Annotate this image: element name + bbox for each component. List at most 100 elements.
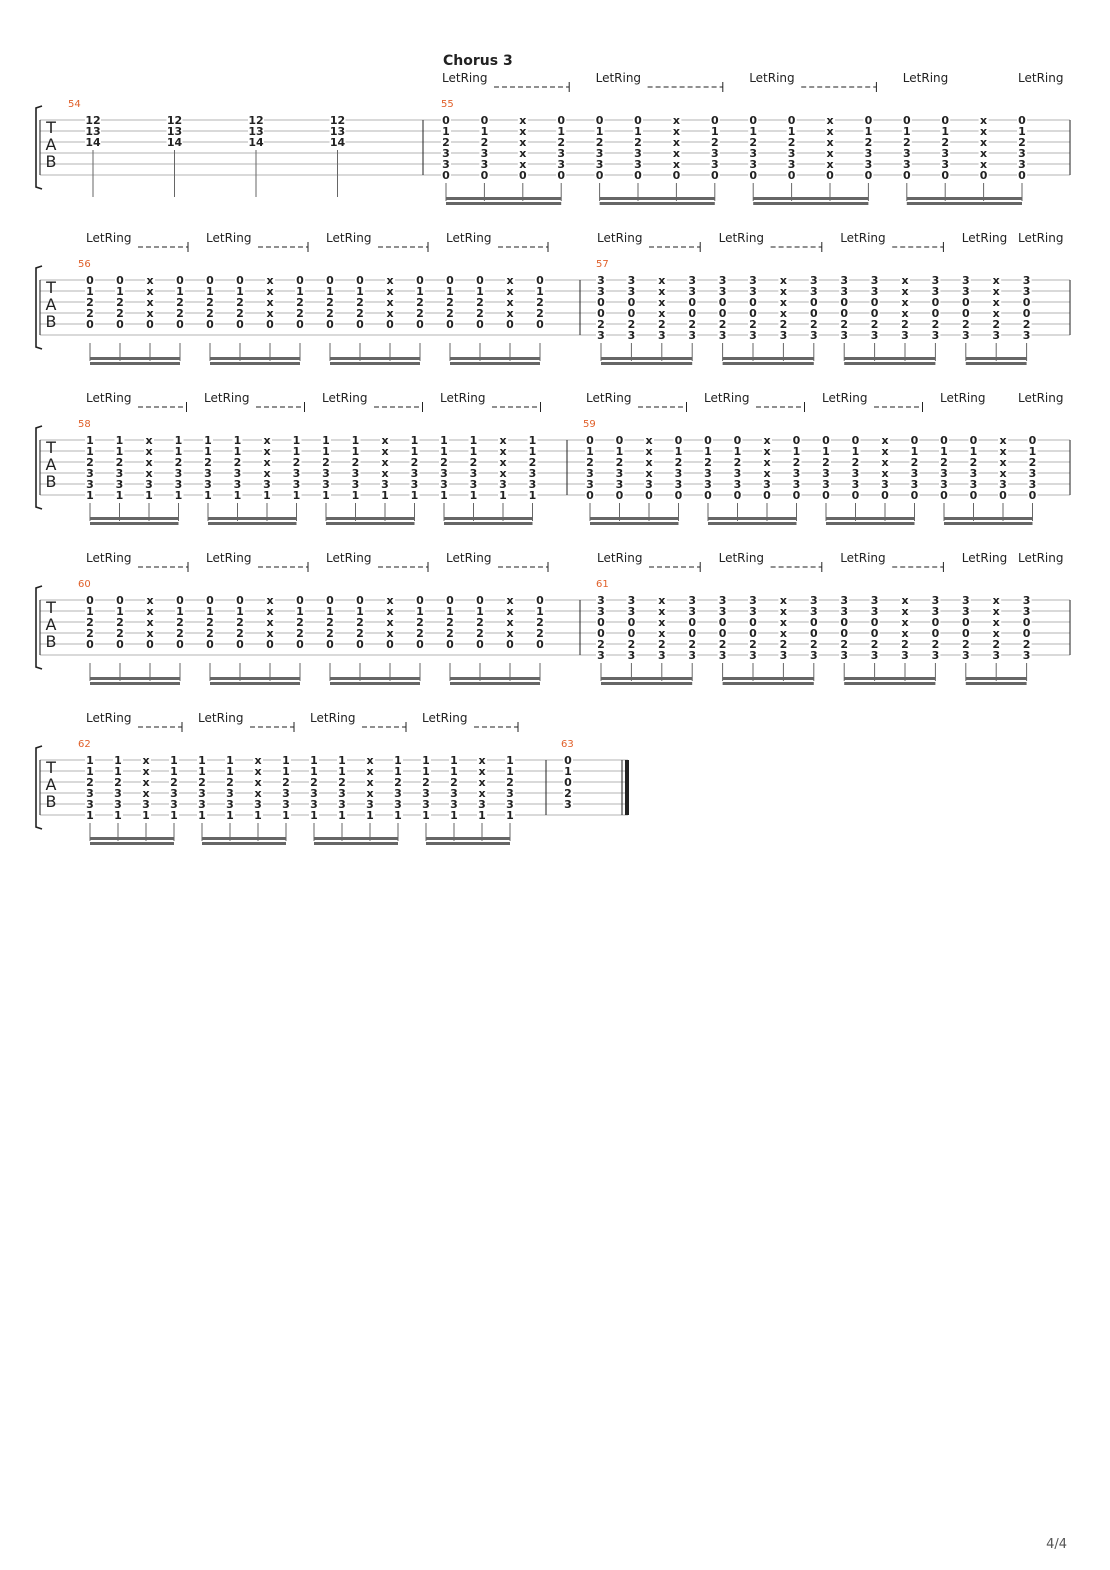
fret-bg [869,639,880,649]
fret-bg [445,319,455,329]
fret-bg [535,628,545,638]
fret-bg [325,617,335,627]
fret-number: 0 [206,594,214,607]
fret-bg [960,308,971,318]
fret-bg [505,308,515,318]
fret-bg [498,479,508,489]
fret-number: 0 [962,307,970,320]
fret-bg [291,490,302,500]
fret-bg [703,490,713,500]
fret-number: 2 [903,136,911,149]
muted-note-x: x [366,776,373,789]
muted-note-x: x [145,445,152,458]
beam [601,357,693,360]
fret-bg [717,650,728,660]
fret-bg [596,286,606,296]
fret-number: 0 [628,307,636,320]
fret-bg [748,639,758,649]
fret-bg [262,490,272,500]
fret-number: 3 [263,478,271,491]
fret-number: 1 [170,809,178,822]
fret-bg [808,650,819,660]
fret-bg [687,617,698,627]
fret-bg [203,479,213,489]
let-ring-label: LetRing [422,711,467,725]
fret-number: 0 [840,627,848,640]
fret-bg [656,628,667,638]
fret-bg [115,617,125,627]
fret-number: 1 [338,809,346,822]
fret-bg [475,606,485,616]
muted-note-x: x [780,594,787,607]
fret-bg [479,148,490,158]
muted-note-x: x [826,114,833,127]
let-ring-label: LetRing [962,231,1007,245]
fret-bg [998,468,1008,478]
fret-number: 1 [206,285,214,298]
fret-number: 1 [86,285,94,298]
muted-note-x: x [826,125,833,138]
fret-bg [115,297,125,307]
fret-number: 0 [266,318,274,331]
fret-number: 0 [1029,489,1037,502]
measure-number: 56 [78,259,91,270]
fret-number: 3 [597,329,605,342]
fret-bg [930,297,941,307]
muted-note-x: x [519,147,526,160]
fret-number: 0 [865,114,873,127]
fret-bg [748,628,758,638]
fret-number: 2 [450,776,458,789]
fret-number: 1 [596,125,604,138]
fret-bg [687,286,698,296]
fret-bg [197,755,207,765]
fret-number: 0 [176,274,184,287]
fret-number: 3 [198,787,206,800]
fret-number: 3 [711,158,719,171]
fret-bg [594,159,605,169]
fret-number: 2 [719,318,727,331]
fret-bg [778,628,789,638]
fret-number: 0 [86,638,94,651]
fret-number: 3 [394,787,402,800]
fret-number: 2 [658,638,666,651]
let-ring-label: LetRing [326,231,371,245]
fret-bg [1027,479,1038,489]
muted-note-x: x [478,754,485,767]
beam [590,517,679,520]
fret-number: 1 [557,125,565,138]
fret-number: 2 [176,307,184,320]
fret-number: 3 [675,467,683,480]
fret-bg [656,308,667,318]
fret-bg [325,606,335,616]
fret-number: 2 [86,616,94,629]
fret-bg [786,126,797,136]
fret-number: 1 [198,809,206,822]
fret-bg [656,617,667,627]
fret-bg [479,170,490,180]
muted-note-x: x [366,787,373,800]
fret-number: 0 [481,114,489,127]
muted-note-x: x [145,467,152,480]
fret-number: 1 [450,809,458,822]
measure-number: 63 [561,739,574,750]
fret-number: 3 [470,478,478,491]
fret-bg [350,479,361,489]
fret-bg [556,170,567,180]
fret-number: 0 [296,638,304,651]
muted-note-x: x [673,125,680,138]
beam [944,517,1033,520]
fret-number: 2 [865,136,873,149]
fret-bg [197,788,207,798]
fret-number: 14 [85,136,101,149]
fret-bg [791,468,802,478]
fret-bg [786,159,797,169]
fret-number: 3 [719,285,727,298]
fret-bg [85,297,95,307]
fret-number: 3 [734,467,742,480]
fret-bg [998,446,1008,456]
fret-bg [321,490,331,500]
fret-bg [205,628,215,638]
muted-note-x: x [146,296,153,309]
fret-bg [197,777,207,787]
fret-number: 1 [116,445,124,458]
